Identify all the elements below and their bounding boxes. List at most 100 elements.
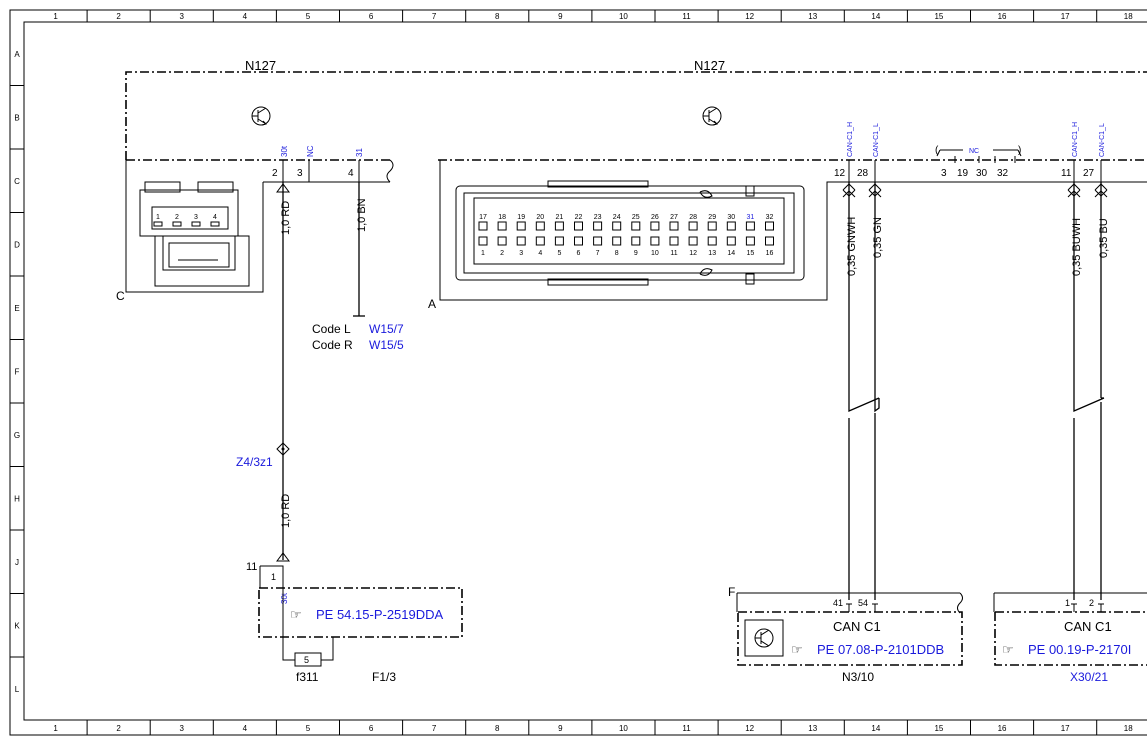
pin-2: 2 — [1089, 598, 1094, 608]
connector-c-pin — [191, 221, 201, 227]
connector-c-pin — [210, 221, 220, 227]
pin-ticks — [848, 160, 876, 182]
connector-a-pin — [535, 221, 545, 231]
connector-diamond-icon — [842, 183, 1108, 198]
fuse-wire — [282, 580, 334, 661]
n127-label-right: N127 — [694, 58, 725, 73]
row-index: G — [14, 431, 20, 440]
column-index: 17 — [1061, 724, 1070, 733]
can-wires — [848, 182, 1105, 600]
column-index: 1 — [53, 12, 58, 21]
connector-a-pin — [688, 221, 698, 231]
connector-a-pin — [765, 236, 774, 246]
column-index: 17 — [1061, 12, 1070, 21]
connector-a-pin — [593, 236, 603, 246]
nc-ticks — [954, 156, 1016, 163]
connector-a-frame — [439, 160, 1147, 301]
row-index: C — [14, 177, 20, 186]
row-index: F — [15, 367, 20, 376]
connector-a-pin-label: 17 — [479, 214, 487, 221]
connector-a-pin — [726, 236, 736, 246]
fuse-30t: 30t — [280, 592, 289, 604]
column-index: 16 — [998, 12, 1007, 21]
pointing-hand-icon: ☞ — [791, 642, 803, 657]
pin-ticks — [1071, 603, 1104, 612]
signal-can-l: CAN-C1_L — [873, 123, 880, 157]
column-index: 4 — [243, 724, 248, 733]
signal-can-l-2: CAN-C1_L — [1099, 123, 1106, 157]
column-index: 10 — [619, 724, 628, 733]
pin-ticks — [282, 160, 360, 182]
column-index: 5 — [306, 12, 311, 21]
connector-a-pin — [574, 221, 583, 231]
connector-a-pin — [554, 236, 564, 246]
column-index: 13 — [808, 724, 817, 733]
pin-28: 28 — [857, 168, 869, 179]
pin-27: 27 — [1083, 168, 1095, 179]
connector-c-pin-label: 2 — [175, 214, 179, 221]
ground-code-r-ref[interactable]: W15/5 — [369, 338, 404, 352]
fuse-ref-link[interactable]: PE 54.15-P-2519DDA — [316, 607, 444, 622]
connector-a-pin-label: 25 — [632, 214, 640, 221]
splice-label: Z4/3z1 — [236, 455, 273, 469]
connector-a-pin-label: 21 — [556, 214, 564, 221]
connector-a-pin — [726, 221, 736, 231]
connector-a-pin — [631, 221, 641, 231]
connector-a-pin — [707, 221, 717, 231]
column-index: 6 — [369, 12, 374, 21]
n3-10-box — [737, 611, 963, 666]
connector-a-pin-label: 30 — [727, 214, 735, 221]
connector-a-pin-label: 27 — [670, 214, 678, 221]
fuse-lead — [259, 565, 284, 588]
connector-c-pin — [153, 221, 163, 227]
connector-a-drawing — [455, 180, 805, 286]
can-c1-label-a: CAN C1 — [833, 619, 881, 634]
pin-ticks — [1073, 160, 1102, 182]
n127-label-left: N127 — [245, 58, 276, 73]
ground-code-l: Code L — [312, 322, 351, 336]
connector-a-pin-label: 19 — [517, 214, 525, 221]
n3-10-ref-link[interactable]: PE 07.08-P-2101DDB — [817, 642, 944, 657]
column-index: 3 — [180, 12, 185, 21]
wire-label-rd-2: 1,0 RD — [280, 494, 292, 528]
connector-a-pin — [554, 221, 564, 231]
pin-11: 11 — [1061, 168, 1072, 179]
wire-label-buwh: 0,35 BUWH — [1071, 218, 1083, 276]
x30-21-frame — [993, 592, 1147, 612]
pin-4: 4 — [348, 168, 354, 179]
connector-a-pin-label: 15 — [747, 250, 755, 257]
connector-a-pin-label: 31 — [747, 214, 755, 221]
connector-a-pin — [516, 221, 526, 231]
connector-c-pin-label: 1 — [156, 214, 160, 221]
x30-21-ref-link[interactable]: PE 00.19-P-2170I — [1028, 642, 1131, 657]
connector-a-pin-label: 12 — [689, 250, 697, 257]
connector-a-pin-label: 7 — [596, 250, 600, 257]
wire-label-gnwh: 0,35 GNWH — [846, 217, 858, 276]
connector-a-pin — [707, 236, 717, 246]
fuse-box — [258, 587, 463, 638]
connector-a-pin-label: 14 — [727, 250, 735, 257]
column-index: 1 — [53, 724, 58, 733]
connector-a-pin — [535, 236, 545, 246]
row-index: L — [15, 685, 20, 694]
column-index: 9 — [558, 12, 563, 21]
pin-30: 30 — [976, 168, 988, 179]
row-index: J — [15, 558, 19, 567]
connector-a-pin — [631, 236, 641, 246]
column-index: 15 — [934, 724, 943, 733]
column-index: 8 — [495, 12, 500, 21]
column-index: 3 — [180, 724, 185, 733]
wire-label-bn: 1,0 BN — [356, 198, 368, 232]
column-index: 12 — [745, 12, 754, 21]
splice-icon — [276, 442, 290, 456]
column-index: 14 — [871, 12, 880, 21]
ground-code-l-ref[interactable]: W15/7 — [369, 322, 404, 336]
connector-a-pin — [497, 236, 507, 246]
connector-a-pin-label: 29 — [708, 214, 716, 221]
nc-bracket — [936, 149, 1022, 157]
